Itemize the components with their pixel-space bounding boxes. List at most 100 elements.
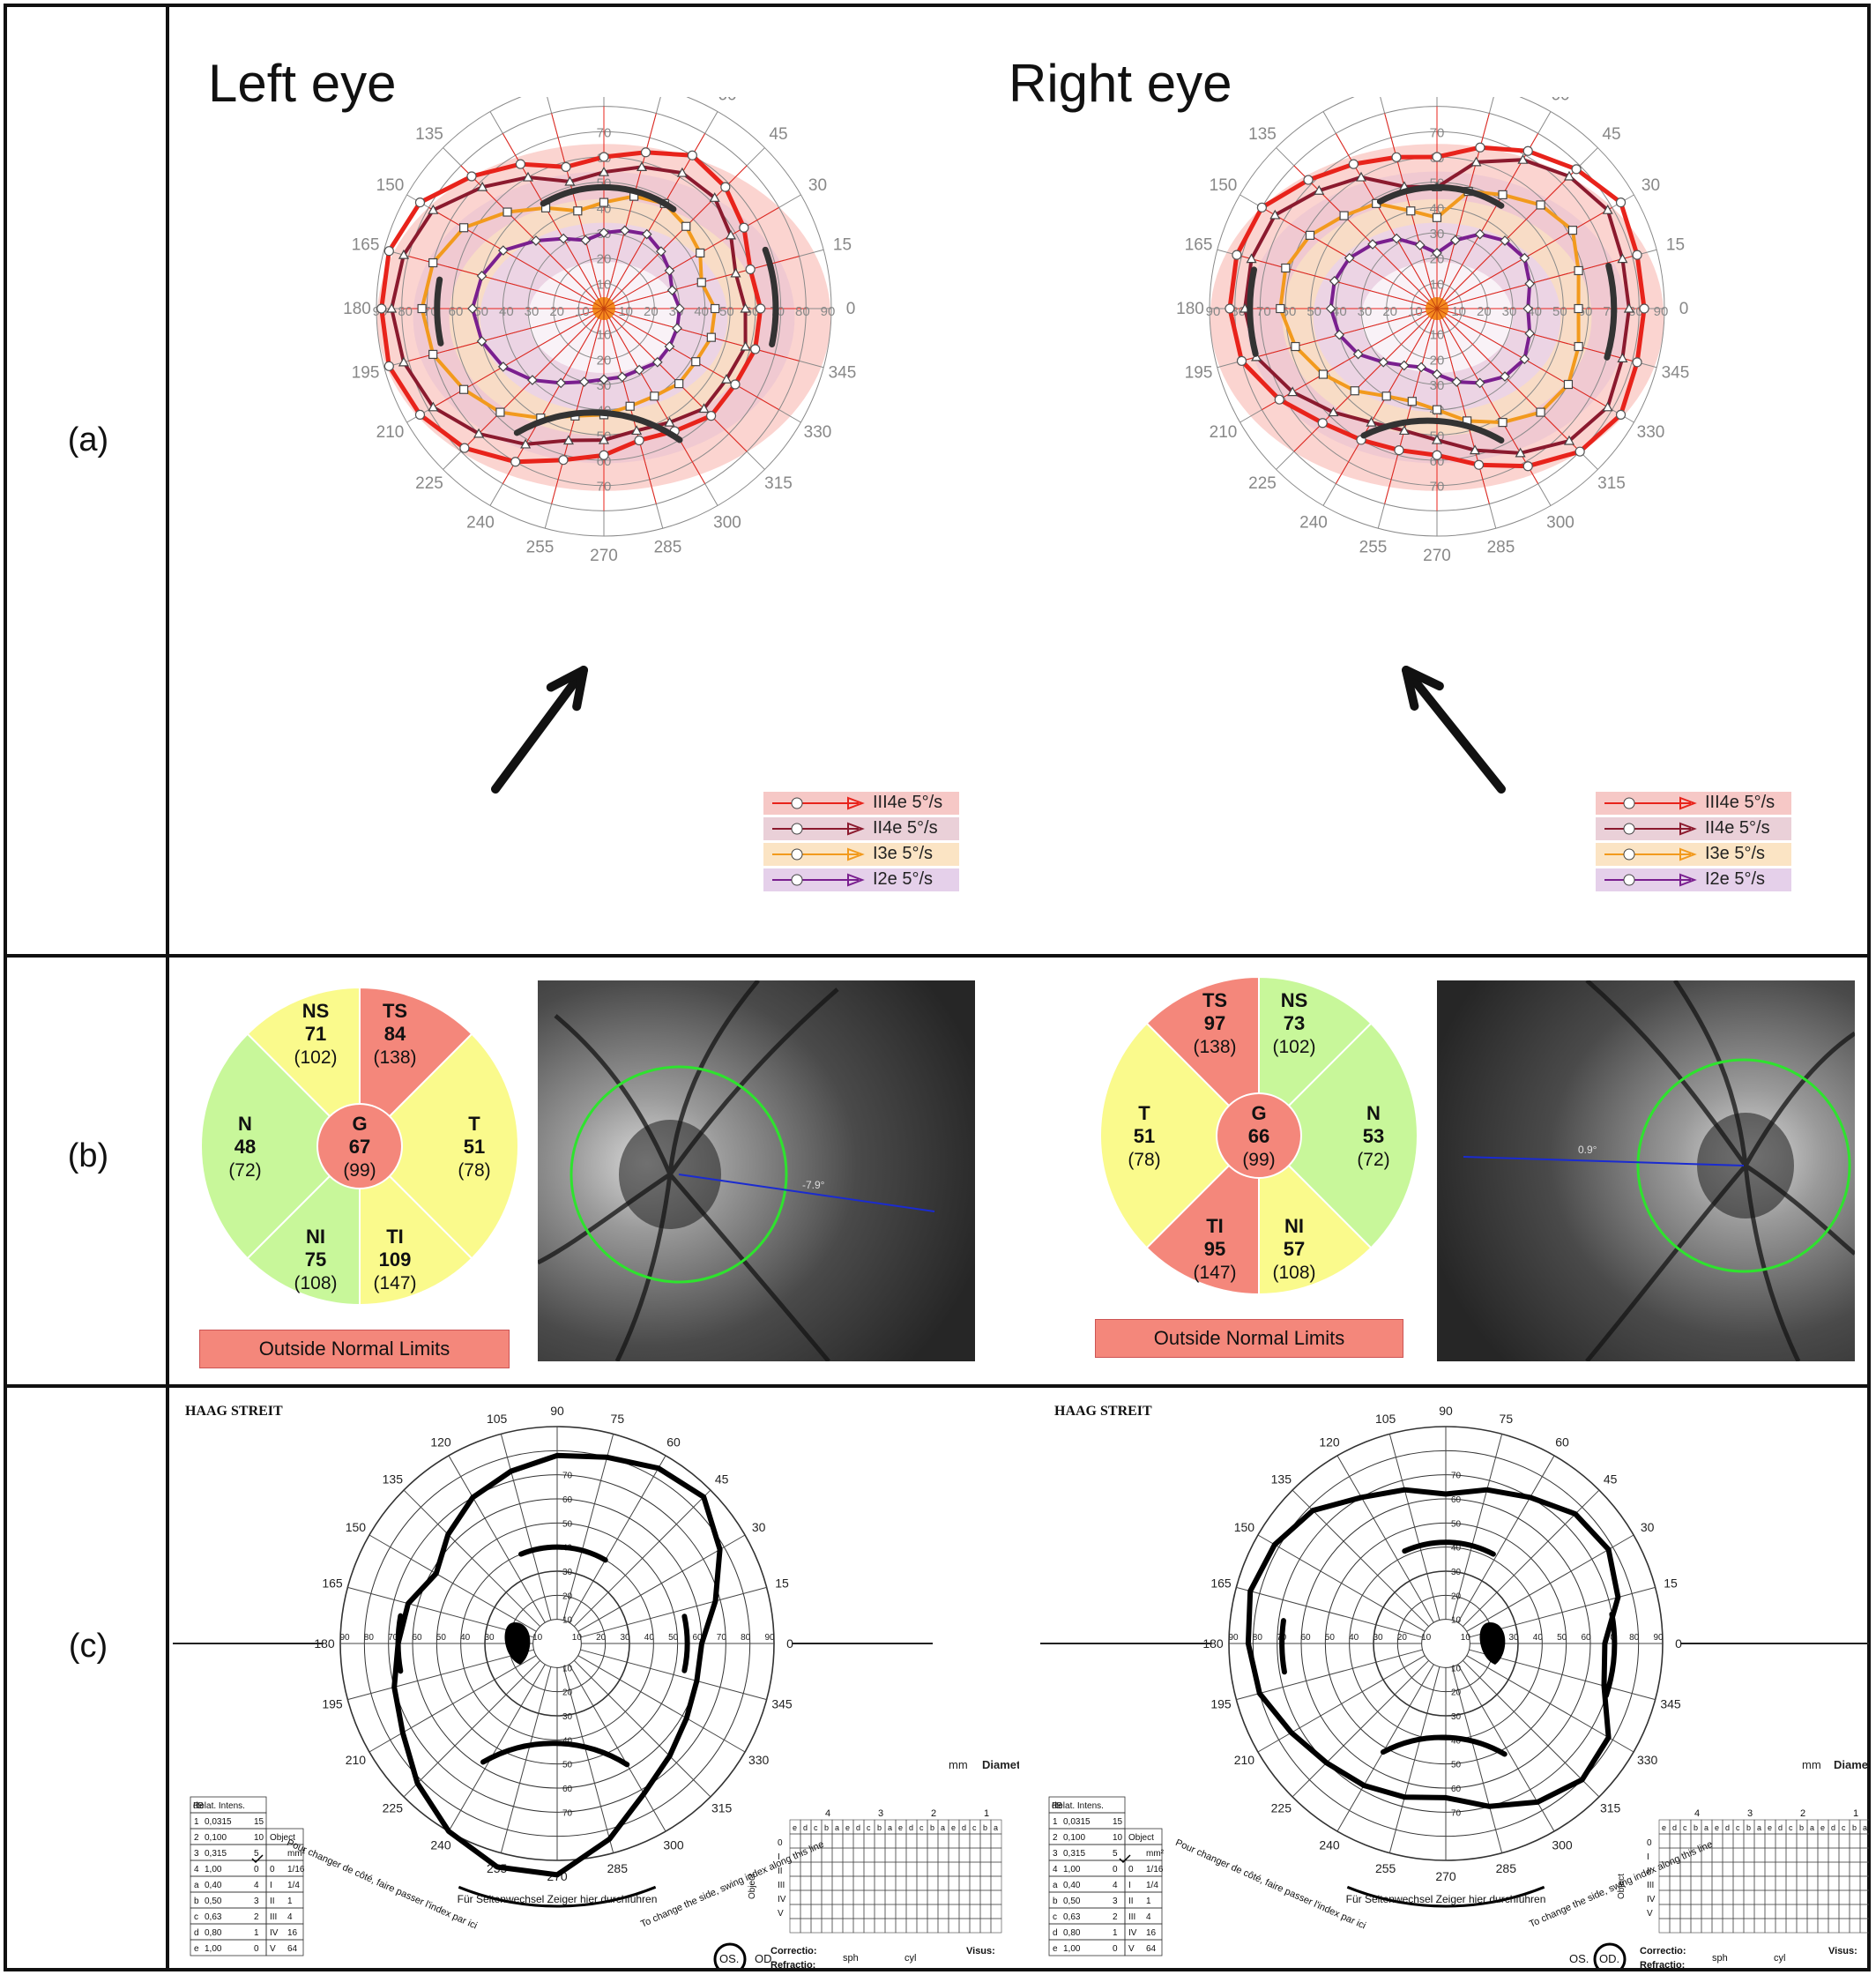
- table-text: 1/16: [287, 1865, 305, 1874]
- sector-ts: [1145, 975, 1260, 1138]
- isopter-point: [1639, 303, 1649, 314]
- isopter-point: [687, 150, 697, 160]
- grid-cell: [969, 1889, 981, 1905]
- grid-letter: e: [793, 1823, 797, 1832]
- sector-name: NS: [1281, 989, 1308, 1011]
- isopter-point: [1339, 211, 1349, 220]
- angle-label: 225: [1248, 474, 1277, 493]
- isopter-point: [1381, 391, 1391, 401]
- fixation-ray: [603, 298, 610, 309]
- radial-label: 80: [1628, 304, 1643, 319]
- grid-cell: [937, 1861, 949, 1877]
- grid-cell: [1679, 1904, 1692, 1919]
- radial-label: 40: [460, 1633, 471, 1643]
- table-text: 2: [254, 1912, 259, 1922]
- arrow-shaft: [491, 666, 588, 794]
- normal-limit-arc: [1360, 417, 1505, 443]
- radial-label: 90: [1228, 1633, 1239, 1643]
- sector-normal: (72): [228, 1160, 261, 1181]
- grid-cell: [1658, 1833, 1671, 1849]
- grid-cell: [1732, 1833, 1745, 1849]
- radial-label: 20: [597, 252, 612, 267]
- grid-cell: [969, 1875, 981, 1891]
- grid-cell: [895, 1861, 907, 1877]
- grid-cell: [969, 1918, 981, 1934]
- grid-cell: [905, 1904, 918, 1919]
- table-text: 0,0315: [1063, 1817, 1091, 1827]
- isopter-point: [730, 267, 741, 278]
- radial-label: 40: [694, 304, 709, 319]
- grid-cell: [1753, 1861, 1766, 1877]
- isopter-point: [1602, 401, 1613, 412]
- grid-cell: [1838, 1861, 1850, 1877]
- isopter-point: [599, 152, 609, 162]
- grid-cell: [1764, 1833, 1776, 1849]
- grid-cell: [1701, 1861, 1713, 1877]
- table-text: 1,00: [205, 1865, 222, 1874]
- table-text: 0,80: [1063, 1928, 1081, 1938]
- isopter-point: [1522, 303, 1534, 314]
- table-text: d: [194, 1928, 199, 1938]
- isopter-point: [711, 303, 720, 314]
- isopter-point: [1317, 418, 1328, 429]
- isopter-point: [562, 435, 574, 445]
- grid-cell: [1658, 1918, 1671, 1934]
- radial-label: 40: [562, 1736, 573, 1746]
- isopter-point: [383, 246, 394, 257]
- grid-cell: [1743, 1918, 1755, 1934]
- radial-label: 90: [339, 1633, 350, 1643]
- isopter-point: [428, 401, 439, 412]
- radial-label: 30: [484, 1633, 495, 1643]
- radial-label: 10: [1451, 1616, 1462, 1626]
- grid-cell: [1701, 1918, 1713, 1934]
- isopter-point: [1432, 212, 1442, 222]
- isopter-point: [1232, 250, 1242, 260]
- grid-cell: [874, 1875, 886, 1891]
- grid-spoke: [1388, 1666, 1440, 1853]
- od-label: OD.: [755, 1952, 775, 1965]
- isopter-point: [1524, 328, 1536, 339]
- right-isopter-legend: III4e 5°/s II4e 5°/s I3e 5°/s I2e 5°/s: [1596, 792, 1791, 894]
- isopter-point: [1378, 356, 1389, 368]
- table-text: 1: [254, 1928, 259, 1938]
- isopter-point: [1563, 435, 1575, 445]
- table-text: 4: [1146, 1912, 1151, 1922]
- left-fundus-image: -7.9°: [538, 980, 975, 1361]
- legend-swatch: [1604, 847, 1697, 861]
- right-brand: HAAG STREIT: [1054, 1404, 1152, 1419]
- angle-label: 135: [383, 1472, 404, 1486]
- sector-n: [200, 1032, 361, 1260]
- grid-letter: c: [867, 1823, 871, 1832]
- radial-label: 50: [1557, 1633, 1567, 1643]
- pupil-unit: mm: [1802, 1758, 1821, 1771]
- table-text: 3: [194, 1849, 199, 1859]
- stimulus-track: [1241, 256, 1438, 309]
- grid-cell: [1859, 1904, 1869, 1919]
- grid-letter: b: [1694, 1823, 1698, 1832]
- table-text: 5: [254, 1849, 259, 1859]
- isopter-point: [1366, 416, 1377, 427]
- normal-limit-arc: [434, 276, 444, 347]
- grid-cell: [821, 1904, 833, 1919]
- grid-letter: a: [1757, 1823, 1761, 1832]
- grid-cell: [979, 1833, 992, 1849]
- left-classification-badge: Outside Normal Limits: [199, 1330, 510, 1368]
- legend-label: I2e 5°/s: [1705, 869, 1766, 889]
- radial-label: 20: [549, 304, 564, 319]
- grid-letter: d: [1725, 1823, 1730, 1832]
- grid-row-label: I: [1647, 1852, 1649, 1862]
- isopter-point: [756, 303, 766, 314]
- grid-cell: [1722, 1889, 1734, 1905]
- grid-cell: [958, 1847, 971, 1863]
- grid-header: 3: [878, 1808, 883, 1819]
- grid-cell: [852, 1861, 865, 1877]
- grid-cell: [1701, 1889, 1713, 1905]
- sector-value: 51: [1134, 1125, 1155, 1147]
- grid-row-label: I: [778, 1852, 780, 1862]
- grid-letter: e: [845, 1823, 850, 1832]
- grid-spoke: [1462, 1659, 1600, 1798]
- stimulus-track: [408, 256, 605, 309]
- grid-letter: e: [951, 1823, 956, 1832]
- sector-value: 66: [1248, 1125, 1269, 1147]
- radial-label: 50: [436, 1633, 447, 1643]
